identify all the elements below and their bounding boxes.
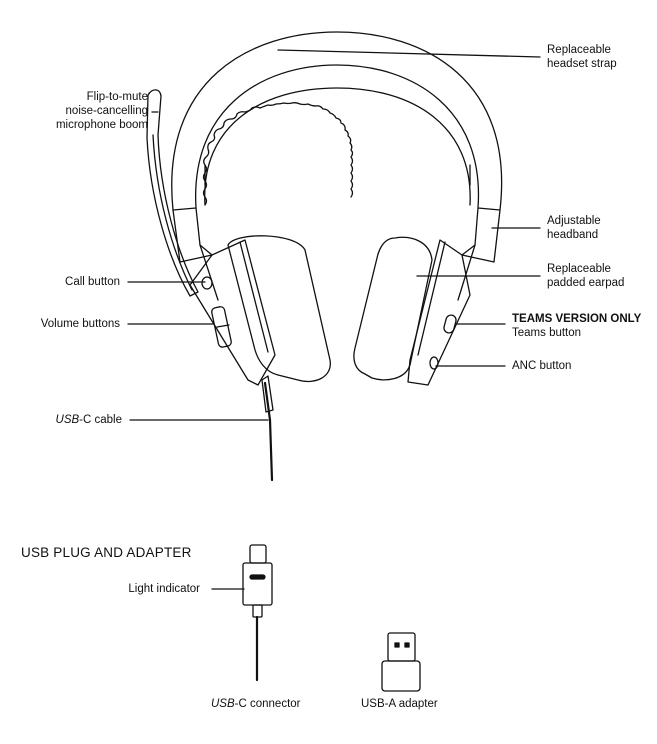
label-usb-a-adapter: USB-A adapter — [361, 698, 438, 710]
microphone-boom — [146, 89, 199, 297]
label-microphone-boom: Flip-to-mute noise-cancelling microphone… — [55, 91, 148, 131]
usb-c-plug-tip — [249, 544, 267, 564]
headband-inner — [195, 64, 480, 209]
call-button — [201, 276, 213, 290]
anc-button — [429, 356, 439, 370]
label-replaceable-headset-strap: Replaceable headset strap — [547, 44, 617, 70]
usb-a-adapter-plug — [387, 632, 416, 662]
teams-button — [443, 314, 457, 334]
label-light-indicator: Light indicator — [128, 583, 200, 595]
label-anc-button: ANC button — [512, 360, 572, 372]
section-title-usb-plug-and-adapter: USB PLUG AND ADAPTER — [21, 545, 192, 560]
usb-c-connector-body — [242, 562, 273, 606]
label-usb-c-cable: USB-C cable — [55, 414, 122, 426]
usb-c-cable-line — [263, 381, 274, 482]
usb-a-adapter-body — [381, 660, 421, 692]
left-earpad — [227, 235, 331, 383]
headset-strap — [204, 87, 471, 206]
right-earpad — [353, 236, 433, 381]
label-volume-buttons: Volume buttons — [40, 318, 120, 330]
label-replaceable-padded-earpad: Replaceable padded earpad — [547, 263, 625, 289]
right-earcup — [407, 239, 471, 386]
label-call-button: Call button — [65, 276, 120, 288]
light-indicator — [249, 574, 266, 580]
headband-outer — [171, 31, 503, 211]
label-adjustable-headband: Adjustable headband — [547, 215, 601, 241]
label-usb-c-connector: USB-C connector — [211, 698, 301, 710]
label-teams-button: TEAMS VERSION ONLY Teams button — [512, 313, 642, 339]
